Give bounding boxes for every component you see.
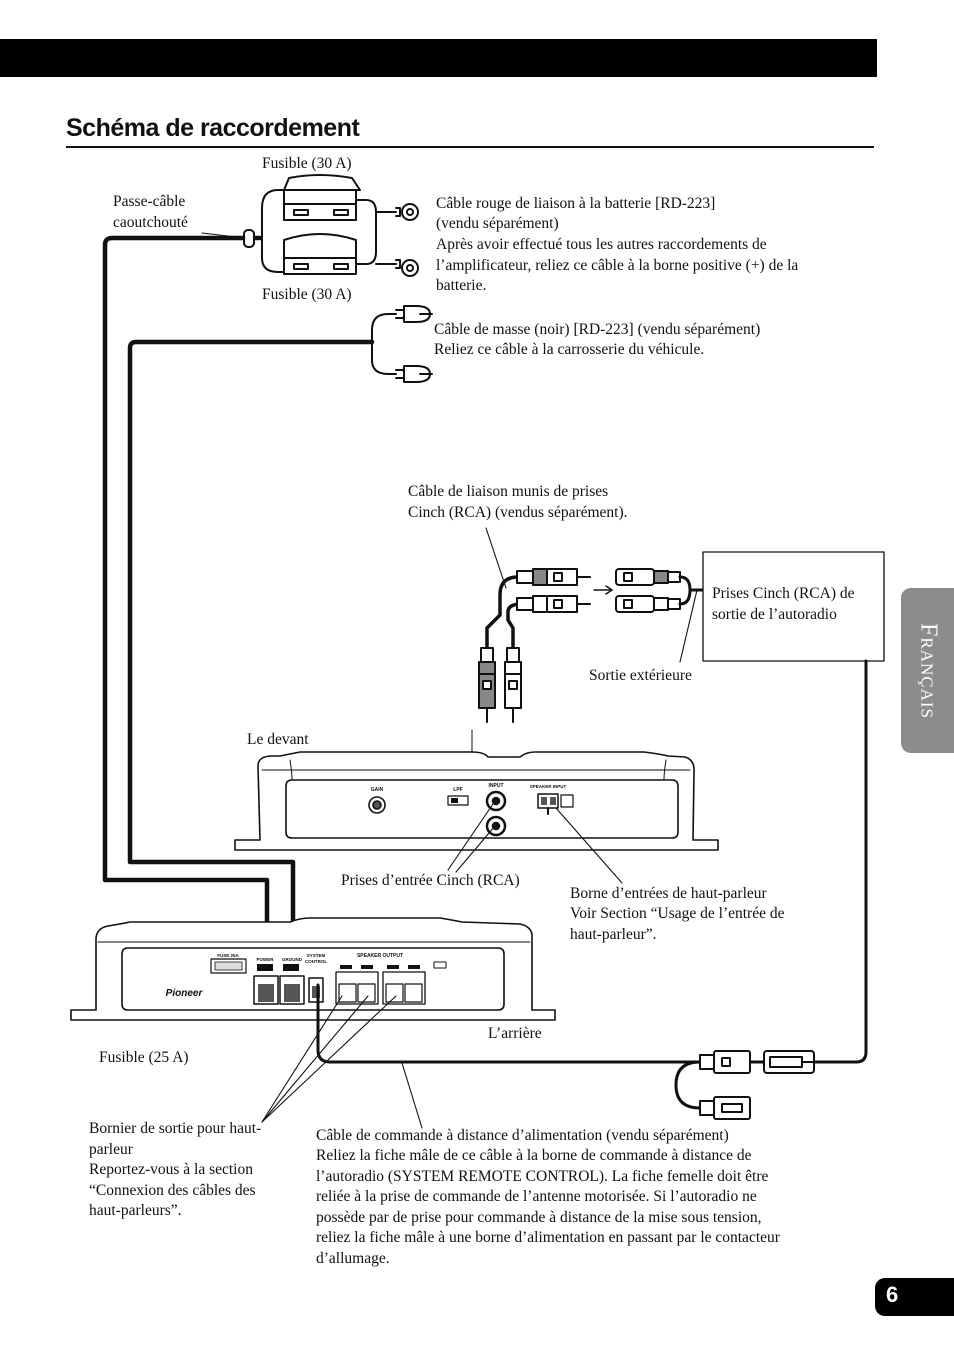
speaker-output-line-3: Reportez-vous à la section [89, 1161, 253, 1178]
lpf-label: LPF [453, 787, 462, 793]
remote-cable-line-1: Câble de commande à distance d’alimentat… [316, 1127, 729, 1144]
speaker-input-label: SPEAKER INPUT [530, 784, 567, 789]
front-view-label: Le devant [247, 731, 309, 748]
power-cable [102, 235, 270, 988]
power-terminal-label: POWER [256, 957, 274, 962]
ring-terminals [395, 203, 419, 277]
remote-cable-line-2: Reliez la fiche mâle de ce câble à la bo… [316, 1147, 752, 1164]
ground-cable-line-2: Reliez ce câble à la carrosserie du véhi… [434, 341, 705, 358]
remote-connectors [699, 1050, 815, 1120]
external-output-label: Sortie extérieure [589, 667, 692, 684]
page-number-box: 6 [875, 1278, 954, 1316]
ground-terminal-label: GROUND [282, 957, 303, 962]
speaker-input-line-1: Borne d’entrées de haut-parleur [570, 885, 767, 902]
battery-cable-line-5: batterie. [436, 277, 487, 294]
remote-cable-line-7: d’allumage. [316, 1250, 390, 1267]
ground-cable [127, 339, 375, 988]
remote-cable-line-3: l’autoradio (SYSTEM REMOTE CONTROL). La … [316, 1168, 769, 1185]
header-bar [0, 39, 877, 77]
battery-cable-line-1: Câble rouge de liaison à la batterie [RD… [436, 195, 716, 212]
ground-terminals [371, 305, 433, 383]
remote-cable-line-4: reliée à la prise de commande de l’anten… [316, 1188, 757, 1205]
remote-cable-line-5: possède par de prise pour commande à dis… [316, 1209, 762, 1226]
input-label: INPUT [489, 783, 504, 789]
grommet [243, 229, 255, 248]
rca-inputs-label: Prises d’entrée Cinch (RCA) [341, 872, 520, 889]
fuse-25-label: Fusible (25 A) [99, 1049, 189, 1066]
amplifier-front [234, 729, 719, 851]
remote-cable-line-6: reliez la fiche mâle à une borne d’alime… [316, 1229, 780, 1246]
brand-logo: Pioneer [166, 988, 204, 999]
fuse-holders [261, 174, 397, 275]
speaker-output-line-5: haut-parleurs”. [89, 1202, 182, 1219]
head-unit-line-2: sortie de l’autoradio [712, 606, 837, 623]
battery-cable-line-3: Après avoir effectué tous les autres rac… [436, 236, 767, 253]
speaker-input-line-2: Voir Section “Usage de l’entrée de [570, 905, 785, 922]
rear-view-label: L’arrière [488, 1025, 542, 1042]
fuse-rating-label: FUSE 25A [217, 953, 239, 958]
grommet-label-1: Passe-câble [113, 193, 186, 210]
speaker-output-line-4: “Connexion des câbles des [89, 1182, 256, 1199]
rca-cable-line-2: Cinch (RCA) (vendus séparément). [408, 504, 628, 521]
ground-cable-line-1: Câble de masse (noir) [RD-223] (vendu sé… [434, 321, 761, 338]
battery-cable-line-4: l’amplificateur, reliez ce câble à la bo… [436, 257, 799, 274]
battery-cable-line-2: (vendu séparément) [436, 215, 559, 232]
speaker-input-line-3: haut-parleur”. [570, 926, 657, 943]
speaker-output-line-1: Bornier de sortie pour haut- [89, 1120, 262, 1137]
language-tab: Français [901, 588, 954, 753]
speaker-output-line-2: parleur [89, 1141, 133, 1158]
head-unit-box [702, 551, 885, 662]
page-number: 6 [886, 1282, 899, 1307]
control-label: CONTROL [305, 959, 327, 964]
amplifier-rear [70, 917, 556, 1021]
title-rule [66, 146, 874, 148]
language-tab-label: Français [915, 622, 941, 719]
rca-cable-assembly [478, 568, 704, 723]
head-unit-line-1: Prises Cinch (RCA) de [712, 585, 855, 602]
page-title: Schéma de raccordement [66, 114, 360, 142]
rca-cable-line-1: Câble de liaison munis de prises [408, 483, 609, 500]
system-label: SYSTEM [307, 953, 326, 958]
fuse-bottom-label: Fusible (30 A) [262, 286, 352, 303]
leader-lines [201, 232, 698, 1129]
gain-label: GAIN [371, 787, 384, 793]
grommet-label-2: caoutchouté [113, 214, 188, 231]
speaker-output-label: SPEAKER OUTPUT [357, 953, 403, 959]
fuse-top-label: Fusible (30 A) [262, 155, 352, 172]
panel-text: GAIN LPF INPUT SPEAKER INPUT FUSE 25A PO… [166, 783, 567, 999]
